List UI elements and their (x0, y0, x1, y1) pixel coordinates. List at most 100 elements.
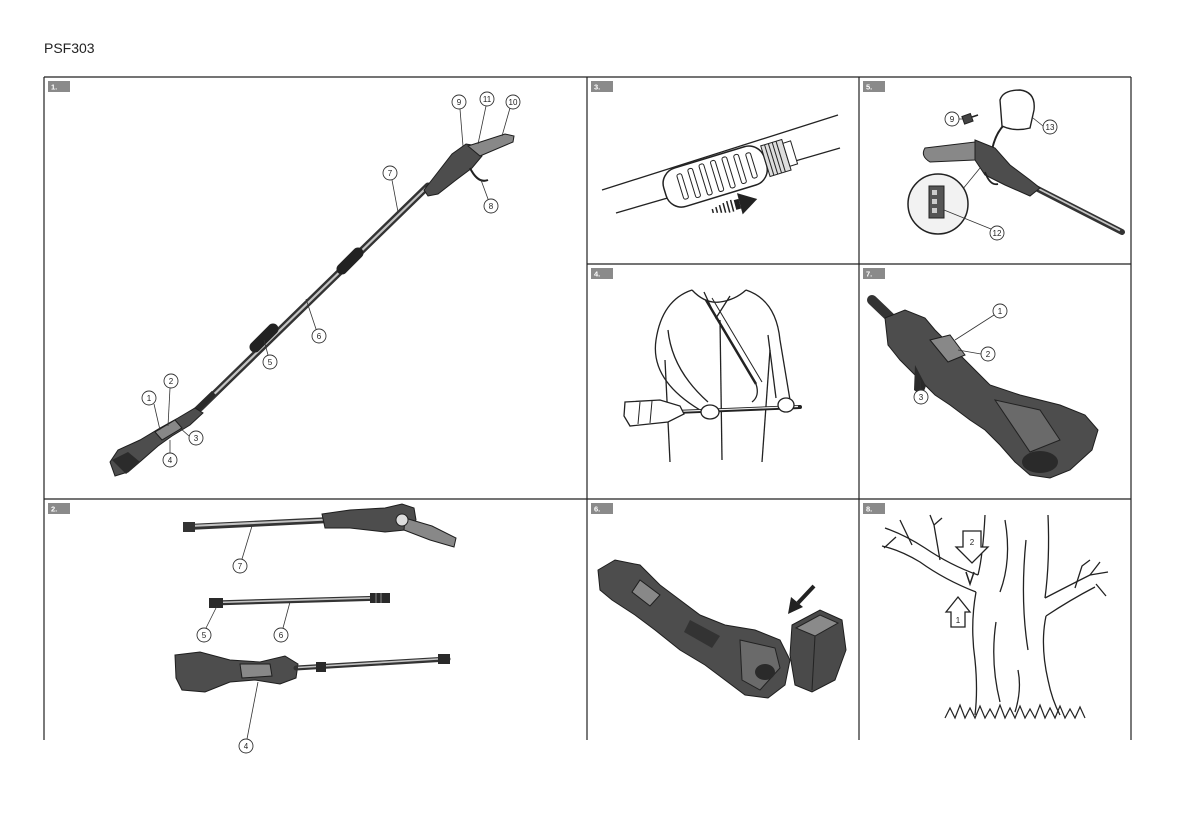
up-arrow-icon: 1 (944, 595, 972, 628)
operator-figure (654, 289, 791, 463)
panel-7: 7. 1 2 3 (863, 268, 1099, 479)
panel-6: 6. (591, 503, 847, 699)
tank-cap (961, 112, 979, 125)
callout-marker: 1 (992, 303, 1008, 319)
svg-text:9: 9 (950, 115, 955, 124)
oil-bottle (991, 89, 1035, 151)
svg-text:7: 7 (388, 169, 393, 178)
pole-saw-held (623, 397, 802, 427)
callout-marker: 3 (913, 389, 929, 405)
pole-shaft-highlight (201, 187, 427, 407)
callout-marker: 6 (311, 328, 327, 344)
svg-text:2: 2 (169, 377, 174, 386)
callout-marker: 7 (232, 558, 248, 574)
coupling-sleeve (662, 138, 799, 208)
callout-marker: 4 (238, 738, 254, 754)
svg-text:11: 11 (483, 95, 492, 104)
panel-label: 3. (594, 83, 600, 92)
callout-marker: 13 (1042, 119, 1058, 135)
panel-label-box (48, 503, 70, 514)
svg-text:3: 3 (194, 434, 199, 443)
saw-head (423, 143, 483, 197)
right-hand (777, 397, 795, 413)
callout-marker: 4 (162, 452, 178, 468)
svg-text:13: 13 (1046, 123, 1055, 132)
panel-label-box (591, 503, 613, 514)
callout-marker: 12 (989, 225, 1005, 241)
panel-label: 2. (51, 505, 57, 514)
motor-housing (623, 399, 685, 427)
saw-cut-notch (965, 571, 975, 587)
callout-marker: 9 (944, 111, 960, 127)
pole-coupler-lower (249, 323, 279, 353)
panel-8: 8. 2 (863, 503, 1109, 720)
callout-marker: 2 (980, 346, 996, 362)
tree-illustration (881, 514, 1109, 720)
grass (944, 703, 1086, 720)
panel-label: 7. (866, 270, 872, 279)
saw-head (974, 139, 1041, 197)
oil-window-magnifier (907, 167, 981, 235)
handle-grip (631, 579, 661, 607)
down-arrow-icon: 2 (954, 530, 990, 564)
callout-marker: 10 (505, 94, 521, 110)
panel-label-box (591, 268, 613, 279)
arrow-icon (788, 584, 816, 614)
battery-pack (789, 609, 847, 693)
callout-marker: 6 (273, 627, 289, 643)
saw-head-oiling (922, 139, 1125, 235)
lock-off-button (929, 334, 966, 363)
panel-1: 1. 9 1 (48, 81, 521, 477)
callout-markers: 9 11 10 7 8 6 5 2 1 3 4 (141, 91, 521, 468)
svg-text:10: 10 (509, 98, 518, 107)
svg-text:1: 1 (147, 394, 152, 403)
callout-marker: 5 (262, 354, 278, 370)
sprocket (395, 513, 409, 527)
leader-lines (205, 525, 291, 740)
panel-3: 3. (591, 81, 841, 215)
callout-marker: 1 (141, 390, 157, 406)
panel-label: 4. (594, 270, 600, 279)
panel-label: 1. (51, 83, 57, 92)
panel-label: 5. (866, 83, 872, 92)
callout-markers: 9 13 12 (944, 111, 1058, 241)
callout-marker: 11 (479, 91, 495, 107)
pole-saw-assembled (109, 133, 515, 477)
arrow-icon (711, 193, 758, 215)
svg-text:9: 9 (457, 98, 462, 107)
cut-step-number: 2 (970, 538, 975, 547)
callout-marker: 5 (196, 627, 212, 643)
saw-head (321, 503, 417, 533)
callout-markers: 7 5 6 4 (196, 558, 289, 754)
leader-lines (919, 314, 995, 391)
guide-bar (403, 517, 457, 548)
guide-bar (466, 133, 515, 157)
svg-text:5: 5 (202, 631, 207, 640)
left-hand (700, 404, 720, 420)
svg-text:12: 12 (993, 229, 1002, 238)
panel-label-box (863, 503, 885, 514)
saw-head-with-pole (183, 503, 457, 548)
svg-text:4: 4 (244, 742, 249, 751)
panel-label-box (591, 81, 613, 92)
callout-marker: 7 (382, 165, 398, 181)
svg-text:5: 5 (268, 358, 273, 367)
panel-4: 4. (591, 268, 802, 463)
callout-marker: 9 (451, 94, 467, 110)
svg-text:4: 4 (168, 456, 173, 465)
motor-handle-closeup (867, 295, 1099, 479)
callout-marker: 3 (188, 430, 204, 446)
panel-label-box (863, 81, 885, 92)
svg-text:7: 7 (238, 562, 243, 571)
callout-markers: 1 2 3 (913, 303, 1008, 405)
pole-coupler-upper (336, 247, 364, 275)
leader-lines (943, 117, 1044, 230)
battery-end (112, 452, 140, 474)
handle-grip (239, 663, 273, 679)
panel-label-box (48, 81, 70, 92)
motor-unit-closeup (597, 559, 791, 699)
leader-lines (153, 105, 511, 453)
svg-text:2: 2 (986, 350, 991, 359)
callout-marker: 8 (483, 198, 499, 214)
motor-housing (174, 651, 299, 693)
